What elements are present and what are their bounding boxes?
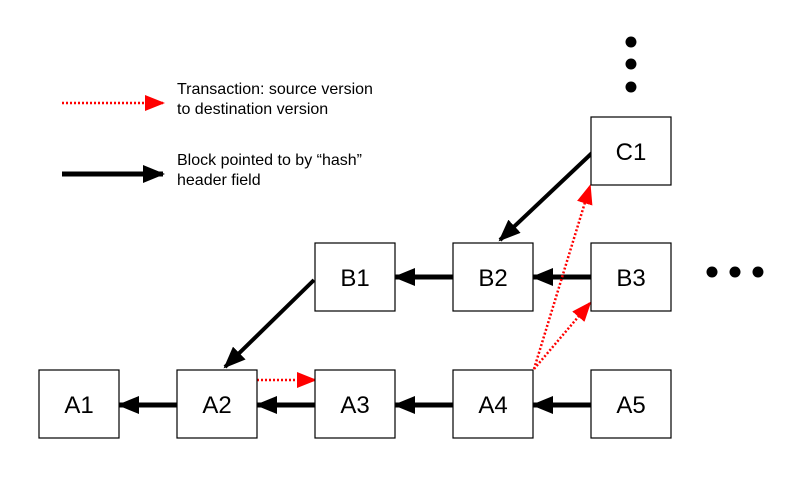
block-c1: C1 (590, 116, 672, 186)
block-b3: B3 (590, 242, 672, 312)
block-a1: A1 (38, 369, 120, 439)
block-a2-label: A2 (202, 392, 231, 419)
block-b3-label: B3 (616, 265, 645, 292)
block-a5: A5 (590, 369, 672, 439)
block-a1-label: A1 (64, 392, 93, 419)
legend-transaction-label: Transaction: source version to destinati… (177, 80, 373, 120)
block-a5-label: A5 (616, 392, 645, 419)
block-a2: A2 (176, 369, 258, 439)
hash-arrow-b1-a2 (223, 278, 316, 369)
legend-hash-line1: Block pointed to by “hash” (177, 152, 362, 169)
legend-hash-line2: header field (177, 172, 261, 189)
block-c1-label: C1 (616, 139, 647, 166)
legend-transaction-line2: to destination version (177, 101, 329, 118)
block-b1-label: B1 (340, 265, 369, 292)
block-b2: B2 (452, 242, 534, 312)
block-a4-label: A4 (478, 392, 507, 419)
legend-transaction-line1: Transaction: source version (177, 81, 373, 98)
hash-arrow-c1-b2 (498, 151, 594, 242)
transaction-arrow-a4-b3 (533, 301, 592, 370)
block-a4: A4 (452, 369, 534, 439)
legend-hash-label: Block pointed to by “hash” header field (177, 151, 362, 191)
block-a3: A3 (314, 369, 396, 439)
horizontal-ellipsis-icon (706, 266, 764, 278)
block-b1: B1 (314, 242, 396, 312)
vertical-ellipsis-icon (625, 36, 637, 93)
block-b2-label: B2 (478, 265, 507, 292)
block-a3-label: A3 (340, 392, 369, 419)
